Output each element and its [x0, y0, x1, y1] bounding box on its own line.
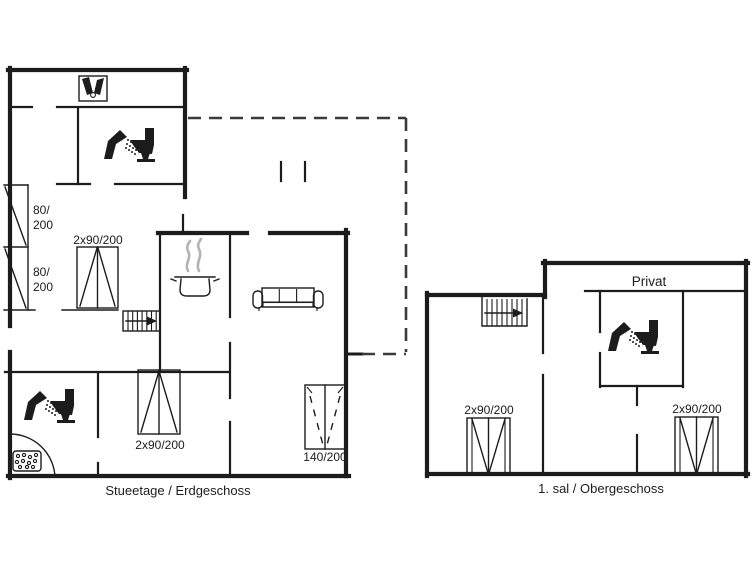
cooking-pot-icon — [170, 237, 220, 297]
bed-80-200-label-1-line1: 80/ — [33, 203, 50, 217]
bed-2x90-200-left-label: 2x90/200 — [464, 403, 514, 417]
bathroom-first-shower-toilet — [608, 320, 659, 354]
ground-floor-caption: Stueetage / Erdgeschoss — [105, 483, 251, 498]
stairs-arrow-icon-ground — [122, 310, 161, 332]
bed-140-200 — [304, 384, 346, 450]
bed-80-200-label-2-line1: 80/ — [33, 265, 50, 279]
bed-80-200-label-2-line2: 200 — [33, 280, 53, 294]
bed-double-hall — [61, 246, 119, 311]
bed-double-bottom — [137, 369, 181, 435]
first-floor-plan: 2x90/200 2x90/200 Privat 1. sal / Oberge… — [424, 258, 751, 496]
bed-single-column — [3, 184, 36, 311]
stairs-arrow-icon-first — [481, 296, 528, 327]
private-area-label: Privat — [632, 274, 667, 289]
first-floor-caption: 1. sal / Obergeschoss — [538, 481, 664, 496]
first-floor-inner-walls — [541, 289, 746, 476]
bed-2x90-200-hall-label: 2x90/200 — [73, 233, 123, 247]
bathroom-top-shower-toilet — [104, 128, 155, 162]
bed-140-200-label: 140/200 — [303, 450, 347, 464]
ground-floor-plan: 80/ 200 80/ 200 2x90/200 — [3, 65, 408, 498]
double-washbasin-icon — [78, 75, 108, 102]
bed-double-right-first — [674, 416, 719, 475]
bed-2x90-200-right-label: 2x90/200 — [672, 402, 722, 416]
bed-80-200-label-1-line2: 200 — [33, 218, 53, 232]
bed-double-left-first — [466, 417, 511, 475]
ground-floor-inner-walls — [3, 105, 307, 478]
ground-floor-outer-walls — [5, 65, 364, 481]
sofa-icon — [252, 287, 324, 311]
first-floor-outer-walls — [424, 258, 751, 479]
terrace-dashed-boundary — [188, 116, 408, 356]
corner-shower-arc-icon — [9, 433, 56, 478]
bathroom-bottom-shower-toilet — [24, 389, 75, 423]
bed-2x90-200-bottom-label: 2x90/200 — [135, 438, 185, 452]
whirlpool-icon — [12, 450, 42, 472]
